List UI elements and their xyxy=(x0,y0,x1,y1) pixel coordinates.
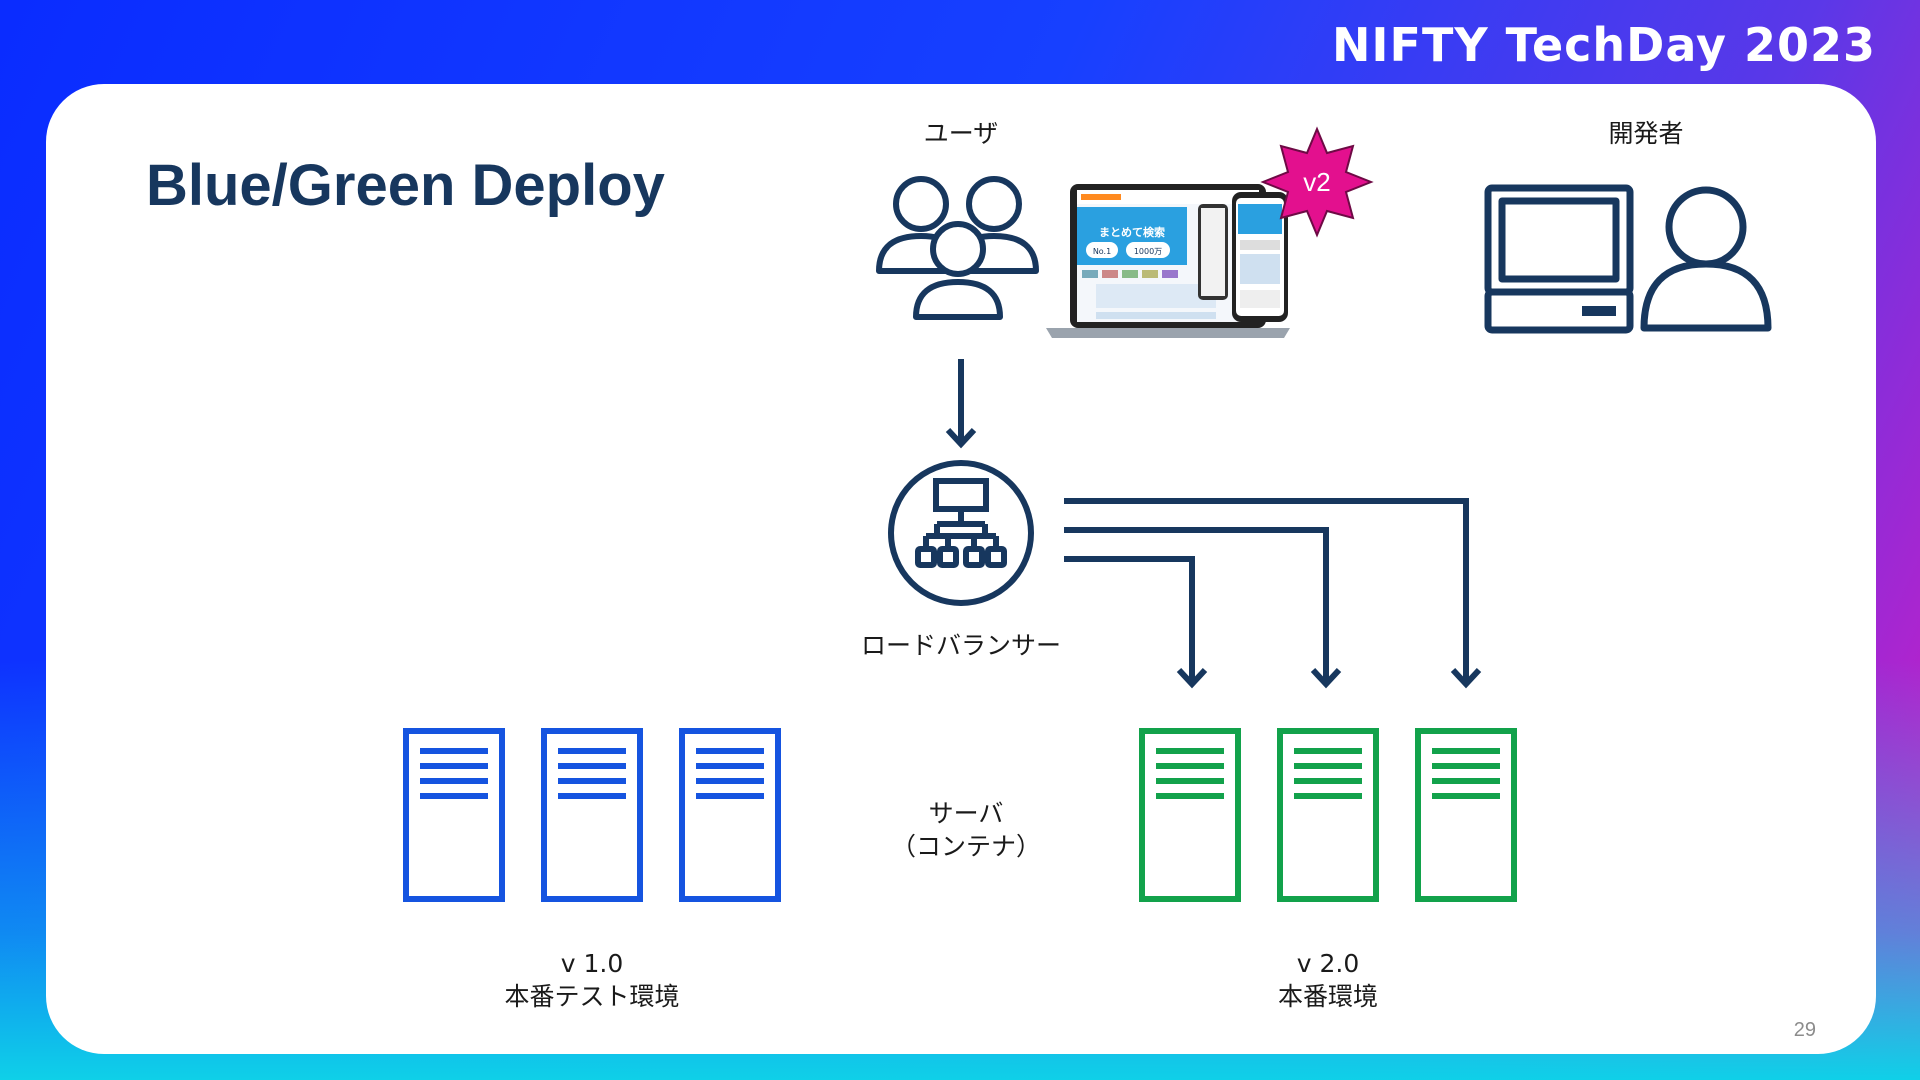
developer-icon xyxy=(1640,186,1772,332)
brand-text: NIFTY TechDay 2023 xyxy=(1331,18,1876,72)
arrow-to-server-2 xyxy=(1064,527,1329,684)
load-balancer-label: ロードバランサー xyxy=(860,631,1061,660)
arrow-to-server-3 xyxy=(1064,498,1469,684)
server-icon xyxy=(541,728,643,902)
screen-badge-count: 1000万 xyxy=(1134,247,1162,256)
blue-env-label: v 1.0 本番テスト環境 xyxy=(452,948,732,1013)
slide-title: Blue/Green Deploy xyxy=(146,153,665,218)
slide-card: Blue/Green Deploy まとめて検索 No.1 1000万 xyxy=(46,84,1876,1054)
green-env-version: v 2.0 xyxy=(1296,949,1360,978)
brand-logo: NIFTY TechDay 2023 xyxy=(1332,18,1876,72)
server-icon xyxy=(679,728,781,902)
deploy-diagram: まとめて検索 No.1 1000万 v2 xyxy=(403,126,1772,902)
v2-star-icon xyxy=(1260,126,1374,238)
users-icon xyxy=(876,176,1039,320)
server-label-line1: サーバ xyxy=(928,799,1004,828)
server-label-line2: （コンテナ） xyxy=(890,831,1041,861)
developer-label: 開発者 xyxy=(1608,119,1684,148)
version-badge: v2 xyxy=(1260,126,1374,238)
green-env-name: 本番環境 xyxy=(1277,981,1378,1011)
user-label: ユーザ xyxy=(923,119,999,148)
server-icon xyxy=(1415,728,1517,902)
arrow-users-to-lb xyxy=(945,359,977,449)
version-badge-text: v2 xyxy=(1303,167,1330,197)
screen-headline: まとめて検索 xyxy=(1099,225,1165,239)
server-icon xyxy=(1277,728,1379,902)
computer-icon xyxy=(1484,184,1634,334)
laptop-site-screenshot: まとめて検索 No.1 1000万 xyxy=(1046,184,1290,338)
server-label: サーバ （コンテナ） xyxy=(846,798,1086,863)
page-number: 29 xyxy=(1793,1019,1816,1041)
green-server-group xyxy=(1139,728,1517,902)
blue-env-name: 本番テスト環境 xyxy=(504,981,680,1011)
blue-server-group xyxy=(403,728,781,902)
server-icon xyxy=(403,728,505,902)
server-icon xyxy=(1139,728,1241,902)
routing-arrows xyxy=(1064,498,1482,689)
load-balancer-icon xyxy=(888,460,1034,606)
blue-env-version: v 1.0 xyxy=(560,949,624,978)
arrow-to-server-1 xyxy=(1064,556,1195,684)
screen-badge-no1: No.1 xyxy=(1093,247,1111,256)
green-env-label: v 2.0 本番環境 xyxy=(1188,948,1468,1013)
